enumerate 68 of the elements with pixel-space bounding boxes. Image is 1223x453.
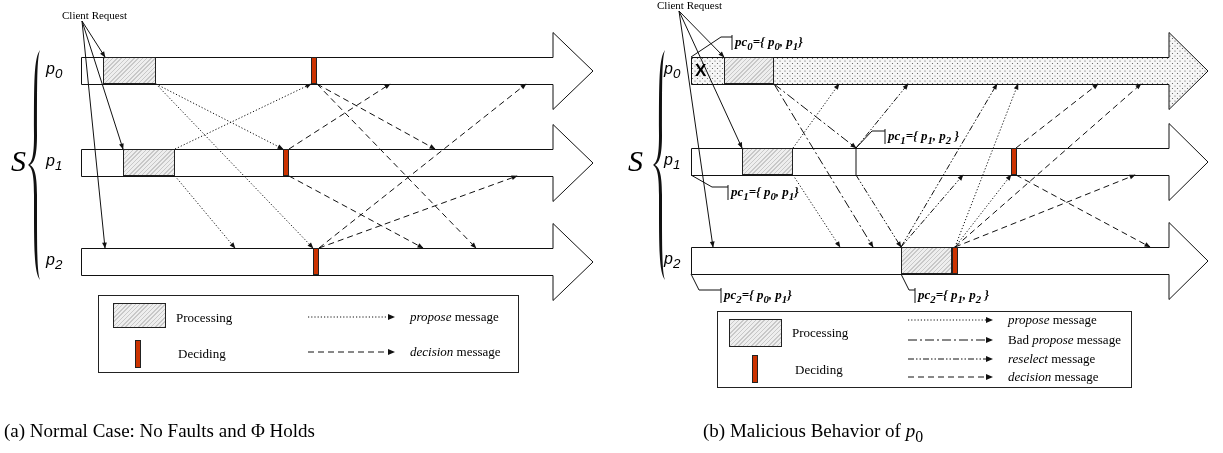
annotation-label: pc$_{0}$={ p$_{0}$, p$_{1}$}: [735, 34, 803, 49]
message-arrow: [900, 83, 998, 248]
annotation-label: pc$_{2}$={ p$_{0}$, p$_{1}$}: [724, 287, 792, 302]
leader-line: [690, 273, 722, 304]
message-arrow: [855, 174, 902, 248]
legend-label: decision message: [1008, 370, 1099, 383]
deciding-marker: [311, 57, 317, 84]
message-arrow: [900, 174, 964, 248]
request-label: Client Request: [657, 0, 723, 11]
message-arrow: [288, 83, 391, 150]
request-label: Client Request: [62, 9, 128, 21]
request-arrow: [678, 10, 725, 58]
message-arrow: [792, 83, 840, 149]
message-arrow: [316, 83, 436, 150]
deciding-marker: [1011, 148, 1017, 175]
process-label: p$_{2}$: [46, 251, 63, 271]
legend-label: propose message: [410, 310, 499, 323]
process-label: p$_{0}$: [664, 60, 681, 80]
annotation-label: pc$_{1}$={ p$_{1}$, p$_{2}$ }: [888, 128, 959, 143]
process-label: p$_{2}$: [664, 250, 681, 270]
leader-line: [690, 34, 733, 58]
deciding-marker: [313, 248, 319, 275]
figure-caption: (b) Malicious Behavior of p$_{0}$: [703, 421, 924, 445]
processing-block: [742, 148, 793, 175]
message-arrow: [773, 83, 857, 149]
processing-block: [724, 57, 774, 84]
legend-label: reselect message: [1008, 352, 1096, 365]
processing-block: [901, 247, 952, 274]
figure-caption: (a) Normal Case: No Faults and Φ Holds: [4, 421, 315, 440]
process-label: p$_{1}$: [664, 151, 681, 171]
message-arrow: [174, 83, 312, 150]
process-label: p$_{0}$: [46, 60, 63, 80]
legend-label: propose message: [1008, 313, 1097, 326]
leader-line: [900, 273, 916, 304]
legend-label: Deciding: [795, 363, 843, 376]
set-symbol: S: [11, 146, 26, 176]
processing-block: [123, 149, 175, 176]
annotation-label: pc$_{1}$={ p$_{0}$, p$_{1}$}: [731, 184, 799, 199]
deciding-marker: [283, 149, 289, 176]
message-arrow: [318, 83, 527, 249]
message-arrow: [174, 175, 236, 249]
message-arrow: [855, 83, 909, 149]
leader-line: [690, 174, 729, 201]
fault-mark: X: [695, 62, 707, 79]
legend-label: Processing: [792, 326, 849, 339]
annotation-label: pc$_{2}$={ p$_{1}$, p$_{2}$ }: [918, 287, 989, 302]
legend-label: Deciding: [178, 347, 226, 360]
request-arrow: [81, 20, 107, 249]
message-arrow: [792, 174, 841, 248]
message-arrow: [316, 83, 477, 249]
message-arrow: [773, 83, 874, 248]
request-arrow: [678, 10, 743, 149]
process-label: p$_{1}$: [46, 152, 63, 172]
message-arrow: [155, 83, 314, 249]
message-arrow: [1015, 83, 1099, 149]
request-arrow: [678, 10, 715, 248]
legend-label: decision message: [410, 345, 501, 358]
message-arrow: [288, 175, 424, 249]
legend-label: Processing: [176, 311, 233, 324]
message-arrow: [954, 83, 1142, 248]
message-arrow: [318, 175, 518, 249]
set-symbol: S: [628, 146, 643, 176]
legend-label: Bad propose message: [1008, 333, 1121, 346]
request-arrow: [81, 20, 106, 58]
message-arrow: [954, 174, 1136, 248]
deciding-marker: [952, 247, 958, 274]
message-arrow: [1015, 174, 1151, 248]
processing-block: [103, 57, 156, 84]
